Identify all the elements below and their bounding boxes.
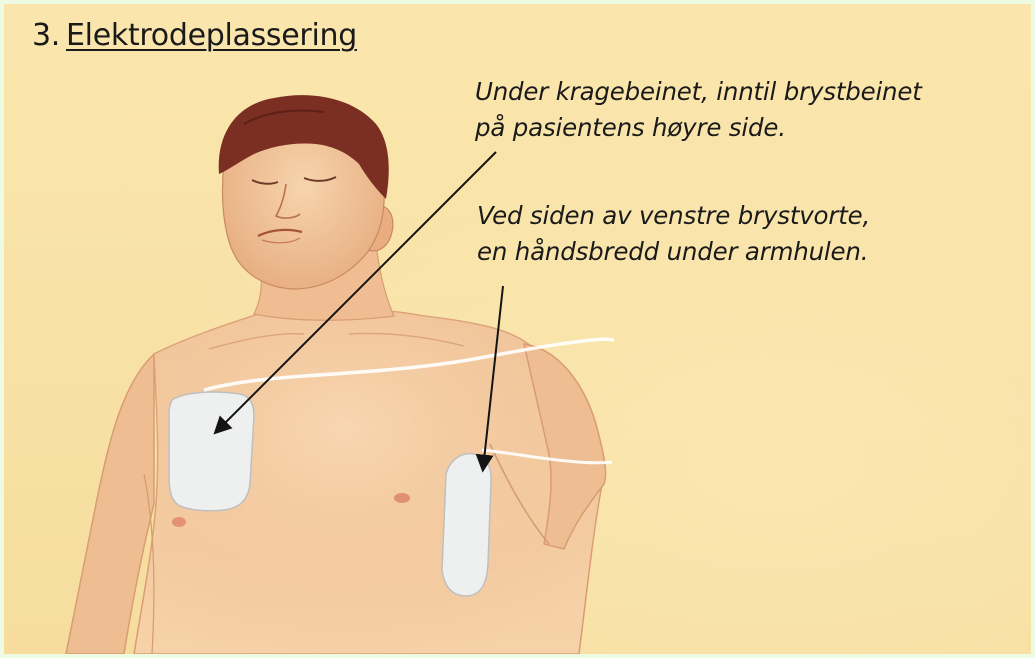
- electrode-pad-left-side: [442, 454, 491, 596]
- annotation-line: Ved siden av venstre brystvorte,: [477, 198, 870, 234]
- electrode-pad-right-chest: [169, 392, 254, 511]
- nipple-left: [394, 493, 410, 503]
- annotation-right-chest: Under kragebeinet, inntil brystbeinet på…: [475, 74, 922, 146]
- annotation-left-side: Ved siden av venstre brystvorte, en hånd…: [477, 198, 870, 270]
- title-text: Elektrodeplassering: [66, 18, 357, 53]
- annotation-line: en håndsbredd under armhulen.: [477, 234, 870, 270]
- annotation-line: på pasientens høyre side.: [475, 110, 922, 146]
- title-number: 3.: [32, 18, 60, 53]
- annotation-line: Under kragebeinet, inntil brystbeinet: [475, 74, 922, 110]
- nipple-right: [172, 517, 186, 527]
- diagram-title: 3.Elektrodeplassering: [32, 18, 357, 53]
